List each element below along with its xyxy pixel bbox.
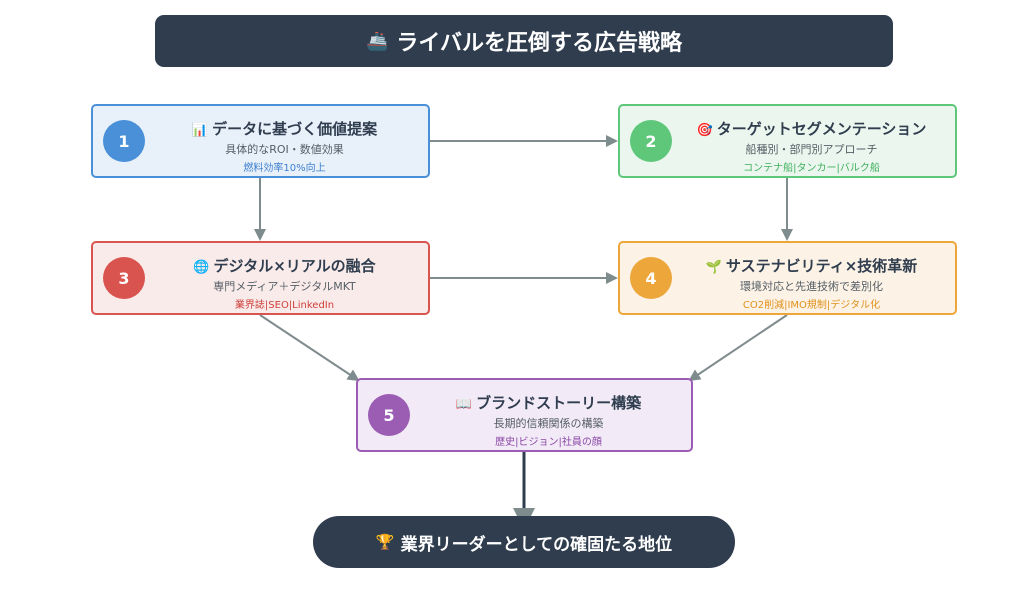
card-tags: CO2削減|IMO規制|デジタル化 bbox=[742, 300, 881, 311]
card-tags: 業界誌|SEO|LinkedIn bbox=[234, 300, 335, 311]
target-icon: 🎯 bbox=[696, 123, 713, 138]
card-tags: コンテナ船|タンカー|バルク船 bbox=[743, 163, 880, 174]
card-title: ターゲットセグメンテーション bbox=[716, 120, 927, 138]
step-badge-2: 2 bbox=[630, 120, 672, 162]
strategy-card-2: 2 🎯ターゲットセグメンテーション 船種別・部門別アプローチ コンテナ船|タンカ… bbox=[618, 104, 957, 178]
card-subtitle: 船種別・部門別アプローチ bbox=[745, 143, 878, 156]
globe-icon: 🌐 bbox=[193, 260, 210, 275]
card-title: ブランドストーリー構築 bbox=[476, 394, 642, 412]
card-title: サステナビリティ×技術革新 bbox=[725, 257, 918, 275]
step-badge-4: 4 bbox=[630, 257, 672, 299]
card-title: データに基づく価値提案 bbox=[212, 120, 378, 138]
strategy-card-5: 5 📖ブランドストーリー構築 長期的信頼関係の構築 歴史|ビジョン|社員の顔 bbox=[356, 378, 693, 452]
strategy-card-4: 4 🌱サステナビリティ×技術革新 環境対応と先進技術で差別化 CO2削減|IMO… bbox=[618, 241, 957, 315]
goal-text: 業界リーダーとしての確固たる地位 bbox=[400, 534, 673, 555]
card-subtitle: 具体的なROI・数値効果 bbox=[225, 143, 344, 156]
chart-icon: 📊 bbox=[191, 123, 209, 138]
trophy-icon: 🏆 bbox=[375, 533, 395, 551]
book-icon: 📖 bbox=[455, 397, 473, 412]
card-subtitle: 専門メディア＋デジタルMKT bbox=[213, 280, 356, 293]
card-subtitle: 環境対応と先進技術で差別化 bbox=[740, 280, 883, 293]
card-tags: 燃料効率10%向上 bbox=[243, 163, 326, 174]
strategy-card-1: 1 📊データに基づく価値提案 具体的なROI・数値効果 燃料効率10%向上 bbox=[91, 104, 430, 178]
strategy-card-3: 3 🌐デジタル×リアルの融合 専門メディア＋デジタルMKT 業界誌|SEO|Li… bbox=[91, 241, 430, 315]
card-title: デジタル×リアルの融合 bbox=[213, 257, 376, 275]
arrow-3-to-5 bbox=[259, 314, 360, 382]
title-banner: 🚢 ライバルを圧倒する広告戦略 bbox=[155, 15, 893, 67]
ship-icon: 🚢 bbox=[366, 30, 389, 52]
seedling-icon: 🌱 bbox=[705, 260, 722, 275]
arrow-4-to-5 bbox=[688, 314, 788, 382]
step-badge-3: 3 bbox=[103, 257, 145, 299]
card-subtitle: 長期的信頼関係の構築 bbox=[493, 417, 604, 430]
card-tags: 歴史|ビジョン|社員の顔 bbox=[495, 437, 602, 448]
step-badge-1: 1 bbox=[103, 120, 145, 162]
step-badge-5: 5 bbox=[368, 394, 410, 436]
page-title: ライバルを圧倒する広告戦略 bbox=[396, 31, 682, 56]
goal-banner: 🏆 業界リーダーとしての確固たる地位 bbox=[313, 516, 735, 568]
